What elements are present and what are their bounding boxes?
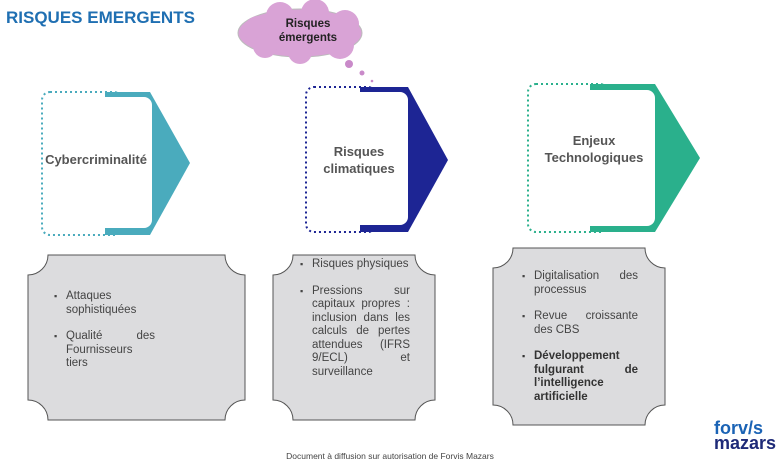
list-item: Digitalisation des processus (522, 270, 638, 297)
footer-note: Document à diffusion sur autorisation de… (286, 451, 494, 461)
box-technologiques: Digitalisation des processus Revue crois… (520, 270, 638, 417)
panel-climatiques-shape (305, 86, 448, 233)
panel-technologiques-shape (527, 83, 700, 233)
page-title: RISQUES EMERGENTS (6, 8, 195, 27)
list-item: Pressions sur capitaux propres : inclusi… (300, 285, 410, 380)
list-item: Attaques sophistiquées (54, 290, 155, 317)
list-item: Revue croissante des CBS (522, 310, 638, 337)
forvis-mazars-logo: forv/s mazars (714, 418, 777, 453)
cloud-line-1: Risques (285, 18, 331, 30)
panel-title-cybercriminalite: Cybercriminalité (45, 152, 147, 167)
thought-cloud (237, 0, 374, 83)
logo-line-2: mazars (714, 433, 777, 453)
logo-line-1: forv/s (714, 418, 764, 438)
list-item: Développement fulgurant de l’intelligenc… (522, 350, 638, 404)
box-climatiques: Risques physiques Pressions sur capitaux… (298, 258, 410, 392)
panel-title-technologiques: Enjeux Technologiques (544, 133, 644, 165)
list-item: Risques physiques (300, 258, 410, 272)
panel-title-climatiques: Risques climatiques (323, 144, 395, 176)
list-item: Qualité des Fournisseurs tiers (54, 330, 155, 371)
cloud-label: Risques émergents (268, 17, 348, 45)
box-cybercriminalite: Attaques sophistiquées Qualité des Fourn… (52, 290, 155, 384)
panel-cybercriminalite-shape (41, 91, 190, 236)
cloud-line-2: émergents (278, 32, 338, 44)
